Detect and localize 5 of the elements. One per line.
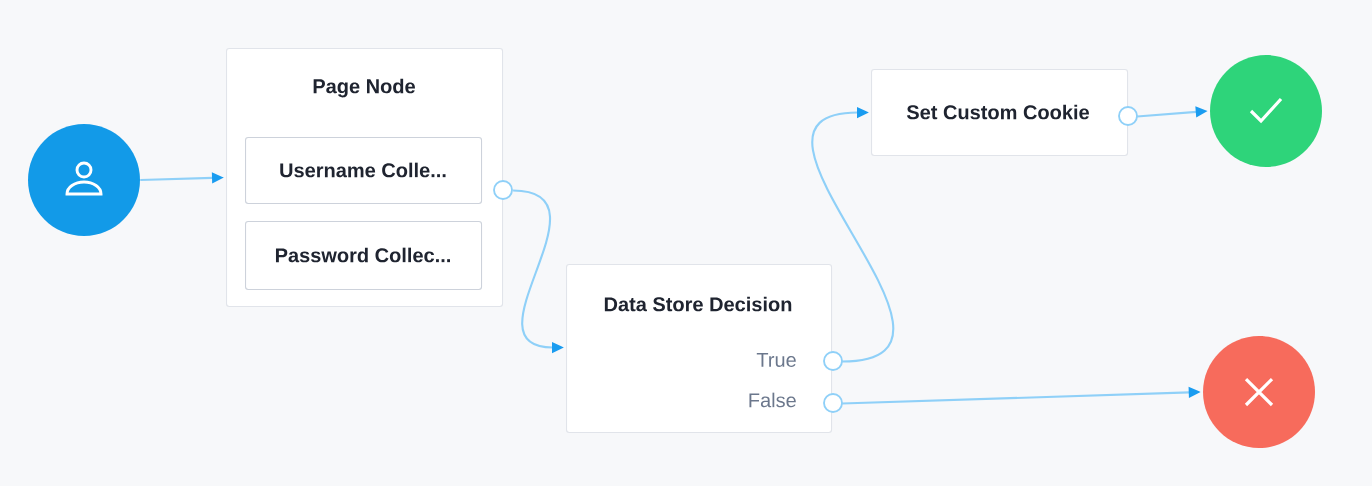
field-box: Username Colle... (245, 137, 483, 205)
arrow (812, 106, 894, 363)
process-box: Data Store Decision True False (566, 264, 833, 434)
field-box: Password Collec... (245, 221, 483, 291)
process-box: Set Custom Cookie (871, 69, 1129, 157)
